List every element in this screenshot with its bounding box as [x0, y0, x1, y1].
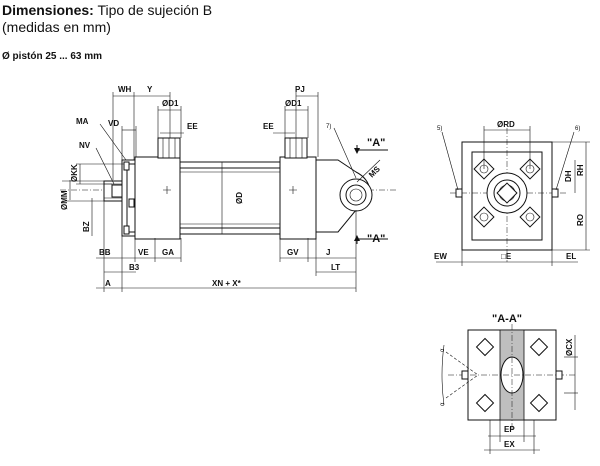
- label-dh: DH: [564, 170, 573, 182]
- front-bolt-top: [123, 161, 130, 171]
- label-alpha-bottom: α: [440, 402, 446, 406]
- label-ve: VE: [138, 248, 149, 257]
- label-omm: ØMM: [60, 190, 69, 210]
- label-bz: BZ: [82, 221, 91, 232]
- label-wh: WH: [118, 85, 132, 94]
- end-view: 5) 6) ØRD DH RH RO EW □E EL: [434, 120, 590, 266]
- label-note5: 5): [437, 126, 442, 132]
- nv-leader: [95, 147, 115, 185]
- rear-head: [279, 156, 317, 240]
- rod-flat: [496, 182, 518, 204]
- label-el: EL: [566, 252, 576, 261]
- label-y: Y: [147, 85, 153, 94]
- label-od1-right: ØD1: [285, 99, 302, 108]
- label-a: A: [105, 279, 111, 288]
- cylinder-tube: [179, 161, 281, 235]
- note7-leader: [333, 127, 357, 179]
- label-e: □E: [501, 252, 512, 261]
- label-note6: 6): [575, 126, 580, 132]
- label-j: J: [326, 248, 330, 257]
- section-view: "A-A" α α ØCX EP EX: [440, 313, 578, 454]
- end-screw-left: [455, 188, 463, 198]
- label-vd: VD: [108, 119, 119, 128]
- front-cover-inner: [126, 163, 136, 233]
- label-section-bottom: "A": [367, 233, 385, 245]
- page-title: Dimensiones: Tipo de sujeción B: [2, 2, 213, 18]
- section-bolts: [475, 337, 549, 413]
- ms-leader: [356, 159, 381, 183]
- piston-range: Ø pistón 25 ... 63 mm: [2, 51, 103, 62]
- label-ee-right: EE: [263, 122, 274, 131]
- section-screw-left: [461, 370, 469, 380]
- label-alpha-top: α: [440, 348, 446, 352]
- label-section-top: "A": [367, 137, 385, 149]
- front-head: [134, 156, 181, 240]
- end-screw-right: [551, 188, 559, 198]
- label-ep: EP: [504, 425, 515, 434]
- label-ex: EX: [504, 440, 515, 449]
- rod-nut: [111, 184, 123, 198]
- label-okk: ØKK: [70, 164, 79, 182]
- label-ew: EW: [434, 252, 447, 261]
- label-ro: RO: [576, 214, 585, 226]
- front-bolt-bottom: [123, 225, 130, 235]
- label-pj: PJ: [295, 85, 305, 94]
- label-nv: NV: [79, 141, 91, 150]
- label-note7: 7): [326, 124, 331, 130]
- label-ma: MA: [76, 117, 89, 126]
- clevis-eye-inner: [345, 184, 367, 206]
- side-bottom-dimensions: [62, 162, 357, 292]
- ma-leader: [99, 123, 127, 161]
- label-ms: MS: [367, 164, 382, 179]
- front-bolt-mid: [128, 198, 135, 208]
- label-ocx: ØCX: [565, 338, 574, 356]
- rear-cross: [289, 186, 297, 194]
- front-cross: [163, 186, 171, 194]
- label-rh: RH: [576, 164, 585, 176]
- page-subtitle: (medidas en mm): [2, 19, 111, 35]
- label-lt: LT: [331, 263, 340, 272]
- label-ga: GA: [162, 248, 174, 257]
- label-ord: ØRD: [497, 120, 515, 129]
- label-b3: B3: [129, 263, 140, 272]
- side-top-dimensions: [112, 92, 319, 180]
- label-gv: GV: [287, 248, 299, 257]
- label-bb: BB: [99, 248, 111, 257]
- section-screw-right: [555, 370, 563, 380]
- label-section-title: "A-A": [492, 313, 522, 325]
- label-od: ØD: [235, 192, 244, 204]
- label-od1-left: ØD1: [162, 99, 179, 108]
- label-xn: XN + X*: [212, 279, 242, 288]
- side-view: WH Y ØD1 PJ ØD1 MA VD EE EE NV ØKK ØMM B…: [60, 85, 398, 292]
- label-ee-left: EE: [187, 122, 198, 131]
